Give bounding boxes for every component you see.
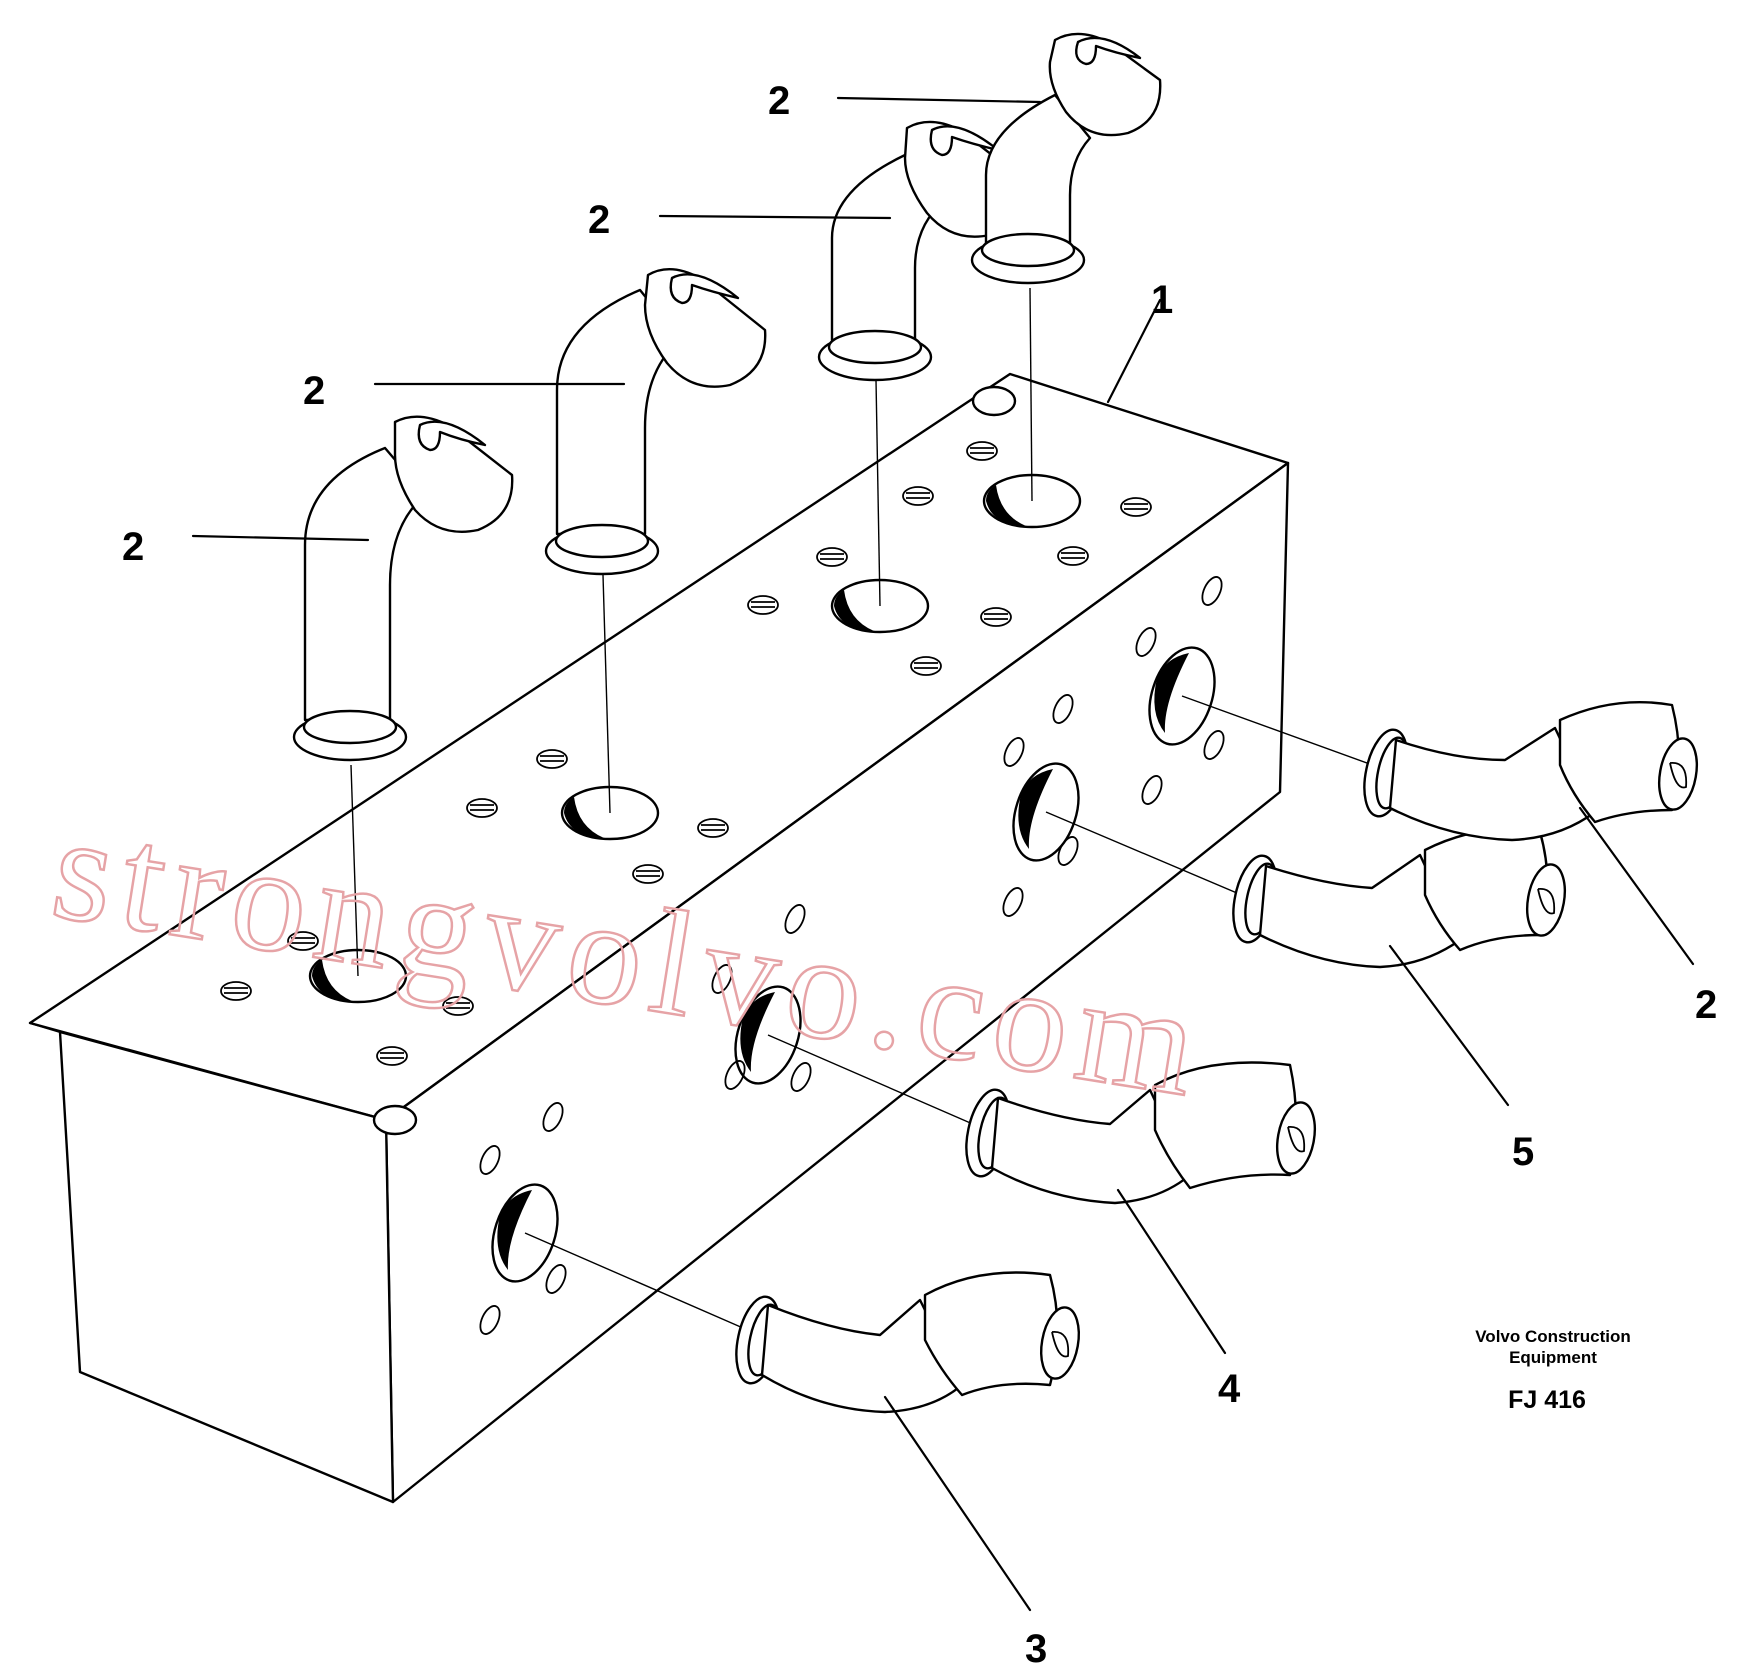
callout-2-front-right: 2 — [1695, 983, 1717, 1027]
assembly-lines — [350, 287, 1379, 1329]
elbow-front-5 — [1232, 828, 1566, 969]
caption-manufacturer-line2: Equipment — [1509, 1348, 1597, 1367]
plug-front — [372, 1104, 418, 1136]
callout-2-upper-top: 2 — [768, 79, 790, 123]
top-ports — [308, 385, 1082, 1136]
callouts: 2 2 2 2 1 2 5 4 3 — [122, 79, 1717, 1665]
elbow-top-4 — [970, 32, 1162, 285]
leader-lines — [191, 96, 1695, 1612]
caption: Volvo Construction Equipment FJ 416 — [1475, 1327, 1631, 1414]
callout-4: 4 — [1218, 1367, 1241, 1411]
callout-2-second-top: 2 — [303, 369, 325, 413]
front-face-slots — [479, 576, 1225, 1335]
callout-3: 3 — [1025, 1627, 1047, 1665]
threaded-holes-top — [220, 441, 1152, 1066]
callout-2-lowest-top: 2 — [122, 525, 144, 569]
callout-1-block: 1 — [1151, 278, 1173, 322]
elbow-top-1 — [292, 415, 514, 762]
elbow-top-2 — [544, 268, 767, 576]
figure-code: FJ 416 — [1508, 1386, 1586, 1414]
callout-2-third-top: 2 — [588, 198, 610, 242]
block-left-face — [58, 1030, 395, 1504]
callout-5: 5 — [1512, 1130, 1534, 1174]
caption-manufacturer: Volvo Construction — [1475, 1327, 1631, 1346]
plug-rear — [971, 385, 1017, 417]
elbow-front-2 — [1363, 700, 1698, 842]
elbow-front-4 — [965, 1061, 1316, 1205]
elbow-front-3 — [735, 1271, 1080, 1414]
